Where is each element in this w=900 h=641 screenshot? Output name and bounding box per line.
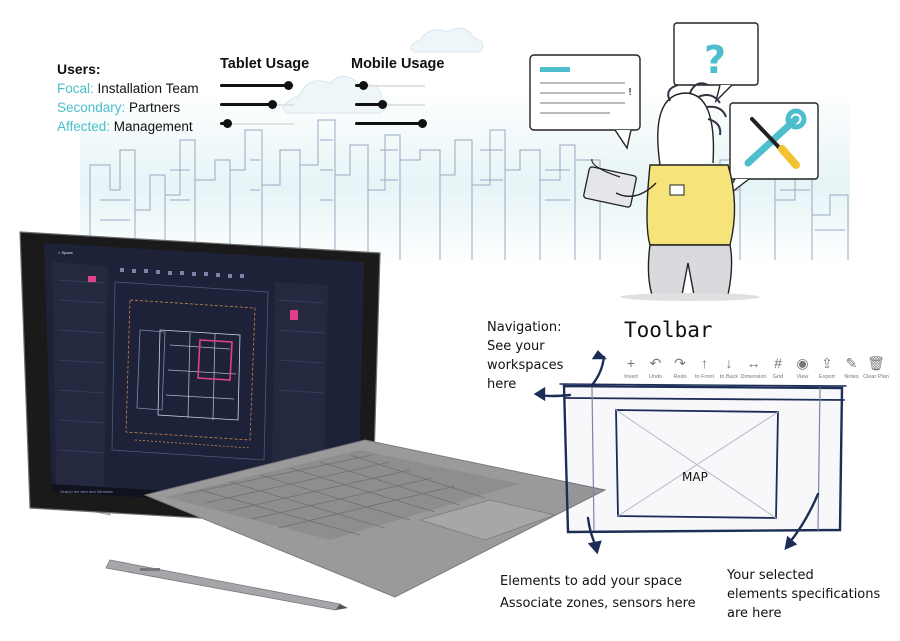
arrow-to-toolbar: [590, 355, 606, 387]
annotation-line: Navigation:: [487, 320, 562, 335]
user-row-focal: Focal: Installation Team: [57, 79, 199, 98]
annotation-line: Associate zones, sensors here: [500, 596, 696, 611]
toolbar-item-label: Clear Plan: [863, 374, 889, 380]
tablet-usage-sliders: [220, 81, 302, 144]
toolbar-item-to-front[interactable]: ↑ to Front: [690, 355, 720, 380]
annotation-line: Elements to add your space: [500, 574, 683, 589]
notes-icon: ✎: [845, 355, 858, 371]
toolbar-item-clear-plan[interactable]: 🗑 Clear Plan: [861, 355, 891, 380]
slider-fill: [355, 84, 364, 87]
slider-knob[interactable]: [359, 81, 369, 90]
character-illustration: ! ?: [529, 22, 819, 301]
slider-rail: [355, 85, 425, 87]
specs-annotation: Your selected elements specifications ar…: [727, 566, 880, 623]
toolbar-item-label: Grid: [772, 374, 784, 380]
toolbar-item-undo[interactable]: ↶ Undo: [641, 355, 671, 380]
slider-fill: [220, 84, 289, 87]
toolbar-item-to-back[interactable]: ↓ to Back: [714, 355, 744, 380]
toolbar-item-label: Redo: [673, 374, 687, 380]
toolbar-item-redo[interactable]: ↷ Redo: [665, 355, 695, 380]
plus-icon: +: [626, 355, 636, 371]
navigation-annotation: Navigation: See your workspaces here: [487, 318, 563, 394]
screen-search-box[interactable]: Search the web and Windows: [60, 489, 113, 494]
keyboard-keys: [165, 450, 520, 540]
stylus-pen: [105, 559, 348, 611]
toolbar-title: Toolbar: [624, 318, 713, 342]
question-bubble-icon: ?: [673, 22, 759, 104]
toolbar-item-label: Dimension: [740, 374, 767, 380]
screen-back-label[interactable]: < Space: [58, 250, 73, 255]
toolbar-item-label: Undo: [648, 374, 663, 380]
map-label: MAP: [682, 470, 708, 484]
redo-icon: ↷: [674, 355, 686, 371]
slider-fill: [220, 103, 272, 106]
users-block: Users: Focal: Installation Team Secondar…: [57, 60, 199, 136]
toolbar-item-label: View: [796, 374, 809, 380]
slider-fill: [355, 103, 382, 106]
annotation-line: Your selected: [727, 568, 814, 583]
toolbar-item-label: to Back: [719, 374, 739, 380]
dimension-icon: ↔: [746, 355, 761, 371]
annotation-line: are here: [727, 606, 782, 621]
slider-knob[interactable]: [223, 119, 233, 128]
undo-icon: ↶: [649, 355, 662, 371]
chat-bubble-icon: !: [529, 54, 641, 150]
user-role-value: Management: [110, 119, 193, 134]
person-figure: [583, 82, 760, 301]
tablet-usage-title: Tablet Usage: [220, 56, 310, 72]
slider-knob[interactable]: [267, 100, 277, 109]
user-role-value: Installation Team: [93, 81, 199, 96]
arrow-down-icon: ↓: [725, 355, 733, 371]
annotation-line: elements specifications: [727, 587, 881, 602]
toolbar-item-export[interactable]: ⇪ Export: [812, 355, 842, 380]
elements-annotation: Elements to add your space Associate zon…: [500, 571, 696, 615]
mobile-usage-sliders: [355, 81, 433, 144]
question-mark: ?: [704, 38, 726, 82]
map-wireframe-sketch: [559, 383, 847, 534]
arrow-up-icon: ↑: [701, 355, 708, 371]
slider-rail: [220, 123, 294, 125]
annotation-line: workspaces: [487, 358, 564, 373]
toolbar-item-insert[interactable]: + Insert: [616, 355, 646, 380]
user-role-key: Affected:: [57, 119, 111, 134]
arrow-to-elements: [586, 516, 598, 548]
slider-fill: [355, 122, 422, 125]
slider-knob[interactable]: [284, 81, 294, 90]
trackpad: [418, 499, 557, 541]
toolbar-item-label: Insert: [624, 374, 638, 380]
user-role-key: Focal:: [57, 81, 94, 96]
slider-rail: [355, 104, 425, 106]
exclamation-mark: !: [628, 87, 632, 98]
slider-knob[interactable]: [417, 119, 427, 128]
user-role-value: Partners: [125, 100, 181, 115]
grid-icon: #: [774, 355, 782, 371]
toolbar-item-label: to Front: [695, 374, 714, 380]
toolbar-item-dimension[interactable]: ↔ Dimension: [739, 355, 769, 380]
users-heading: Users:: [57, 61, 101, 77]
toolbar-item-notes[interactable]: ✎ Notes: [837, 355, 867, 380]
wrench-screwdriver-icon: [722, 102, 819, 200]
toolbar-item-grid[interactable]: # Grid: [763, 355, 793, 380]
trash-icon: 🗑: [867, 355, 885, 371]
arrow-to-specs: [788, 492, 820, 544]
toolbar-item-label: Export: [819, 374, 835, 380]
slider-knob[interactable]: [377, 100, 387, 109]
annotation-line: here: [487, 377, 517, 392]
export-icon: ⇪: [821, 355, 833, 371]
toolbar-item-label: Notes: [844, 374, 859, 380]
annotation-line: See your: [487, 339, 545, 354]
user-row-affected: Affected: Management: [57, 117, 199, 136]
eye-icon: ◉: [796, 355, 809, 371]
user-role-key: Secondary:: [57, 100, 126, 115]
user-row-secondary: Secondary: Partners: [57, 98, 199, 117]
mobile-usage-title: Mobile Usage: [351, 56, 445, 72]
toolbar-item-view[interactable]: ◉ View: [788, 355, 818, 380]
